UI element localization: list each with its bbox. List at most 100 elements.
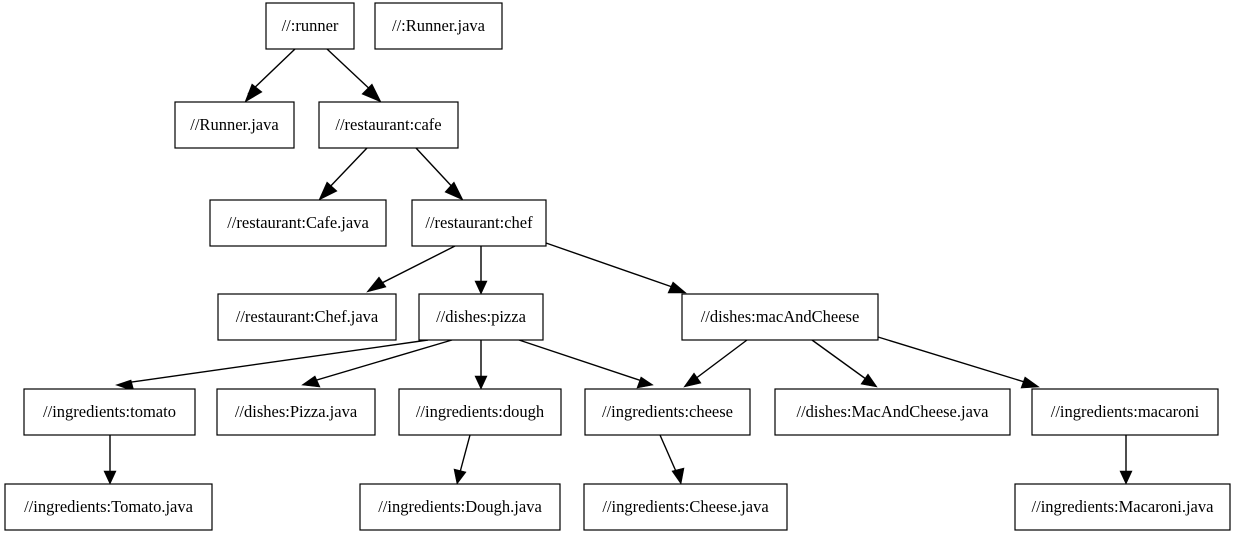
node-box[interactable]	[1031, 388, 1219, 436]
arrow-head-icon	[301, 375, 321, 388]
node-label: //ingredients:Tomato.java	[24, 497, 194, 516]
graph-edge	[474, 246, 488, 295]
arrow-head-icon	[366, 276, 387, 293]
arrow-head-icon	[671, 467, 685, 485]
graph-edge	[811, 339, 878, 388]
graph-node[interactable]: //ingredients:Dough.java	[359, 483, 561, 531]
graph-node[interactable]: //dishes:pizza	[418, 293, 544, 341]
node-layer: //:runner //:Runner.java //Runner.java //re…	[4, 2, 1231, 531]
graph-edge	[366, 245, 456, 293]
graph-edge	[301, 339, 453, 388]
graph-edge	[415, 147, 464, 201]
edge-line	[545, 242, 679, 290]
node-label: //dishes:pizza	[436, 307, 526, 326]
node-box[interactable]	[217, 293, 397, 341]
node-box[interactable]	[584, 388, 751, 436]
graph-edge	[659, 434, 685, 485]
graph-edge	[115, 339, 429, 392]
graph-node[interactable]: //restaurant:Cafe.java	[209, 199, 387, 247]
node-label: //restaurant:Cafe.java	[227, 213, 369, 232]
graph-node[interactable]: //ingredients:Macaroni.java	[1014, 483, 1231, 531]
edge-line	[415, 147, 458, 193]
node-label: //ingredients:cheese	[602, 402, 733, 421]
graph-edge	[877, 336, 1040, 389]
node-label: //ingredients:Cheese.java	[602, 497, 769, 516]
node-label: //ingredients:Dough.java	[378, 497, 542, 516]
arrow-head-icon	[1020, 376, 1040, 389]
graph-node[interactable]: //ingredients:tomato	[23, 388, 196, 436]
graph-node[interactable]: //restaurant:cafe	[318, 101, 459, 149]
node-box[interactable]	[209, 199, 387, 247]
node-box[interactable]	[174, 101, 295, 149]
node-box[interactable]	[418, 293, 544, 341]
edge-line	[247, 48, 296, 95]
graph-edge	[1119, 435, 1133, 485]
node-label: //restaurant:Chef.java	[236, 307, 379, 326]
node-box[interactable]	[681, 293, 879, 341]
edge-layer	[103, 48, 1133, 485]
arrow-head-icon	[636, 376, 654, 389]
graph-node[interactable]: //:Runner.java	[374, 2, 503, 50]
arrow-head-icon	[244, 83, 263, 103]
node-label: //Runner.java	[190, 115, 279, 134]
graph-node[interactable]: //restaurant:chef	[411, 199, 547, 247]
node-box[interactable]	[318, 101, 459, 149]
edge-line	[690, 339, 748, 383]
node-box[interactable]	[216, 388, 376, 436]
graph-edge	[244, 48, 296, 103]
node-label: //restaurant:chef	[425, 213, 533, 232]
graph-node[interactable]: //dishes:Pizza.java	[216, 388, 376, 436]
node-label: //:runner	[282, 16, 339, 35]
edge-line	[877, 336, 1032, 385]
graph-node[interactable]: //ingredients:cheese	[584, 388, 751, 436]
arrow-head-icon	[115, 379, 135, 392]
arrow-head-icon	[1119, 470, 1133, 485]
arrow-head-icon	[667, 281, 687, 294]
edge-line	[659, 434, 679, 477]
graph-node[interactable]: //dishes:MacAndCheese.java	[774, 388, 1011, 436]
node-label: //dishes:MacAndCheese.java	[797, 402, 990, 421]
graph-node[interactable]: //ingredients:dough	[398, 388, 562, 436]
graph-edge	[453, 434, 471, 485]
graph-edge	[326, 48, 382, 103]
graph-node[interactable]: //ingredients:Cheese.java	[583, 483, 788, 531]
node-box[interactable]	[1014, 483, 1231, 531]
node-label: //ingredients:tomato	[43, 402, 176, 421]
graph-node[interactable]: //:runner	[265, 2, 355, 50]
edge-line	[309, 339, 453, 383]
node-box[interactable]	[774, 388, 1011, 436]
node-box[interactable]	[359, 483, 561, 531]
node-box[interactable]	[4, 483, 213, 531]
node-label: //:Runner.java	[392, 16, 486, 35]
node-box[interactable]	[23, 388, 196, 436]
node-box[interactable]	[583, 483, 788, 531]
edge-line	[124, 339, 429, 384]
graph-node[interactable]: //restaurant:Chef.java	[217, 293, 397, 341]
graph-edge	[518, 339, 654, 389]
graph-node[interactable]: //ingredients:macaroni	[1031, 388, 1219, 436]
graph-edge	[683, 339, 748, 388]
node-box[interactable]	[398, 388, 562, 436]
node-box[interactable]	[374, 2, 503, 50]
arrow-head-icon	[860, 373, 878, 388]
edge-line	[326, 48, 376, 95]
graph-node[interactable]: //Runner.java	[174, 101, 295, 149]
graph-node[interactable]: //ingredients:Tomato.java	[4, 483, 213, 531]
graph-edge	[545, 242, 687, 294]
graph-node[interactable]: //dishes:macAndCheese	[681, 293, 879, 341]
node-box[interactable]	[411, 199, 547, 247]
arrow-head-icon	[103, 470, 117, 485]
arrow-head-icon	[683, 372, 702, 388]
arrow-head-icon	[453, 468, 467, 485]
node-label: //dishes:Pizza.java	[235, 402, 358, 421]
arrow-head-icon	[474, 280, 488, 295]
node-label: //dishes:macAndCheese	[701, 307, 860, 326]
graph-edge	[318, 147, 368, 201]
node-label: //ingredients:macaroni	[1051, 402, 1200, 421]
node-box[interactable]	[265, 2, 355, 50]
graph-edge	[474, 340, 488, 390]
arrow-head-icon	[444, 181, 464, 201]
edge-line	[458, 434, 471, 477]
arrow-head-icon	[474, 375, 488, 390]
